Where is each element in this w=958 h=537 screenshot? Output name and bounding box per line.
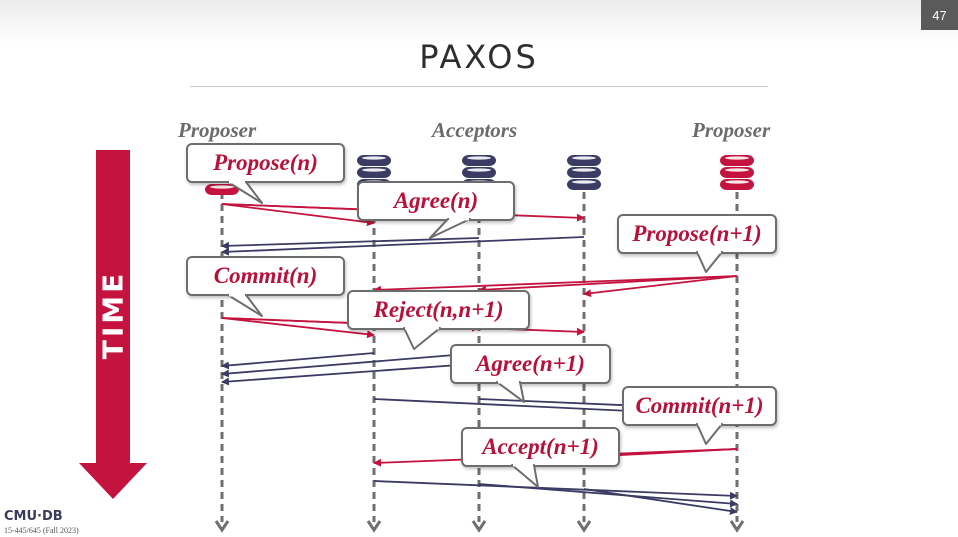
msg-accept-n1-a1 (373, 480, 738, 500)
msg-commit-n-a1 (221, 317, 375, 339)
time-arrow-shaft (96, 150, 130, 465)
msg-propose-n-a1 (221, 203, 375, 227)
msg-reject-a1 (221, 352, 375, 370)
database-icon-acceptor-3 (567, 155, 601, 190)
lifeline-end-a3 (576, 520, 592, 533)
msg-propose-n1-a1 (373, 275, 738, 294)
course-label: 15-445/645 (Fall 2023) (4, 526, 79, 535)
header-band (0, 0, 958, 44)
callout-agree-n: Agree(n) (357, 181, 515, 221)
lifeline-end-a2 (471, 520, 487, 533)
time-arrow-head (79, 463, 147, 499)
msg-reject-a2 (221, 352, 480, 378)
callout-reject: Reject(n,n+1) (347, 290, 530, 330)
role-label-left-proposer: Proposer (178, 118, 257, 142)
callout-commit-n1: Commit(n+1) (622, 386, 777, 426)
role-label-right-proposer: Proposer (692, 118, 771, 142)
msg-propose-n1-a2 (478, 275, 738, 294)
slide-number: 47 (921, 0, 958, 30)
lifeline-end-a1 (366, 520, 382, 533)
msg-agree-n-a3 (221, 236, 585, 256)
callout-agree-n1: Agree(n+1) (450, 344, 611, 384)
callout-commit-n: Commit(n) (186, 256, 345, 296)
role-label-acceptors: Acceptors (432, 118, 518, 142)
slide-title: PAXOS (419, 38, 539, 76)
lifeline-end-p1 (214, 520, 230, 533)
cmu-db-logo: CMU·DB (4, 509, 63, 524)
msg-propose-n1-a3 (583, 275, 738, 298)
callout-propose-n1: Propose(n+1) (617, 214, 777, 254)
callout-propose-n: Propose(n) (186, 143, 345, 183)
database-icon-proposer-right (720, 155, 754, 190)
callout-accept-n1: Accept(n+1) (461, 427, 620, 467)
title-divider (190, 86, 768, 87)
lifeline-end-p2 (729, 520, 745, 533)
msg-agree-n-a2 (221, 237, 480, 250)
msg-accept-n1-a3 (583, 488, 738, 515)
